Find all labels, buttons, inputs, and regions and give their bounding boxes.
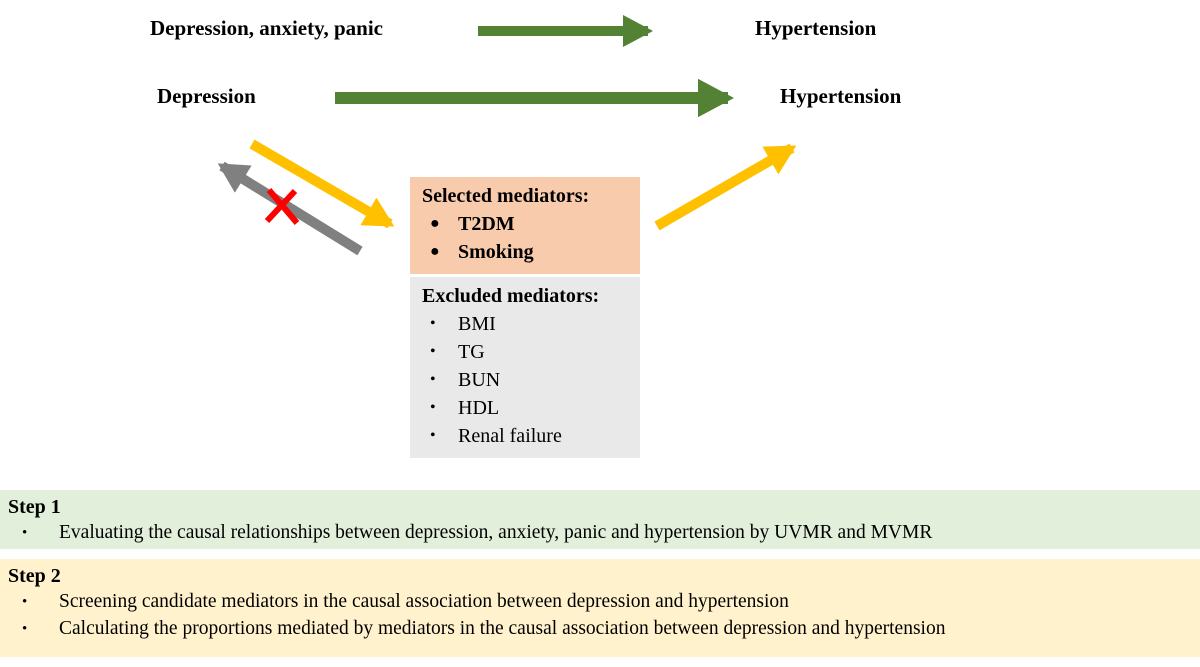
list-item: ● Smoking xyxy=(422,238,630,266)
selected-mediator-smoking: Smoking xyxy=(458,241,534,263)
selected-mediators-box: Selected mediators: ● T2DM ● Smoking xyxy=(410,177,640,274)
outcome-label-mid: Hypertension xyxy=(780,84,902,108)
excluded-mediators-box: Excluded mediators: • BMI • TG • BUN • H… xyxy=(410,277,640,458)
excluded-mediators-title: Excluded mediators: xyxy=(422,285,600,307)
step2-bullet-1-text: Screening candidate mediators in the cau… xyxy=(59,591,789,612)
list-item: • HDL xyxy=(422,394,630,422)
excluded-mediator-tg: TG xyxy=(458,341,485,363)
bullet-marker: • xyxy=(430,371,436,388)
list-item: • Renal failure xyxy=(422,422,630,450)
reverse-causation-arrow xyxy=(217,161,363,256)
bullet-marker: • xyxy=(22,525,28,541)
list-item: • BUN xyxy=(422,366,630,394)
selected-mediator-t2dm: T2DM xyxy=(458,213,515,235)
list-item: • BMI xyxy=(422,310,630,338)
depression-to-mediators-arrow xyxy=(249,139,395,229)
excluded-mediator-bmi: BMI xyxy=(458,313,496,335)
exposure-group-label: Depression, anxiety, panic xyxy=(150,16,383,40)
step2-bullet-2: • Calculating the proportions mediated b… xyxy=(8,616,1188,643)
excluded-mediator-renal-failure: Renal failure xyxy=(458,425,562,447)
selected-mediators-title: Selected mediators: xyxy=(422,185,590,207)
step1-title: Step 1 xyxy=(8,496,61,518)
excluded-mediator-bun: BUN xyxy=(458,369,501,391)
depression-label: Depression xyxy=(157,84,256,108)
mediators-to-hypertension-arrow xyxy=(654,143,797,231)
bullet-marker: • xyxy=(22,621,28,637)
step2-bullet-1: • Screening candidate mediators in the c… xyxy=(8,589,1188,616)
list-item: ● T2DM xyxy=(422,210,630,238)
step1-panel: Step 1 • Evaluating the causal relations… xyxy=(0,490,1200,549)
outcome-label-top: Hypertension xyxy=(755,16,877,40)
arrows-layer xyxy=(217,14,797,256)
bullet-marker: • xyxy=(430,427,436,444)
red-x-mark xyxy=(264,188,300,225)
excluded-mediator-hdl: HDL xyxy=(458,397,500,419)
bullet-marker: • xyxy=(430,315,436,332)
bullet-marker: • xyxy=(430,343,436,360)
bullet-marker: ● xyxy=(430,215,440,232)
step2-title: Step 2 xyxy=(8,565,61,587)
step2-panel: Step 2 • Screening candidate mediators i… xyxy=(0,559,1200,657)
bullet-marker: • xyxy=(430,399,436,416)
list-item: • TG xyxy=(422,338,630,366)
step1-bullet-1-text: Evaluating the causal relationships betw… xyxy=(59,522,933,543)
step1-bullet-1: • Evaluating the causal relationships be… xyxy=(8,520,1188,547)
step2-bullet-2-text: Calculating the proportions mediated by … xyxy=(59,618,946,639)
bullet-marker: ● xyxy=(430,243,440,260)
bullet-marker: • xyxy=(22,594,28,610)
